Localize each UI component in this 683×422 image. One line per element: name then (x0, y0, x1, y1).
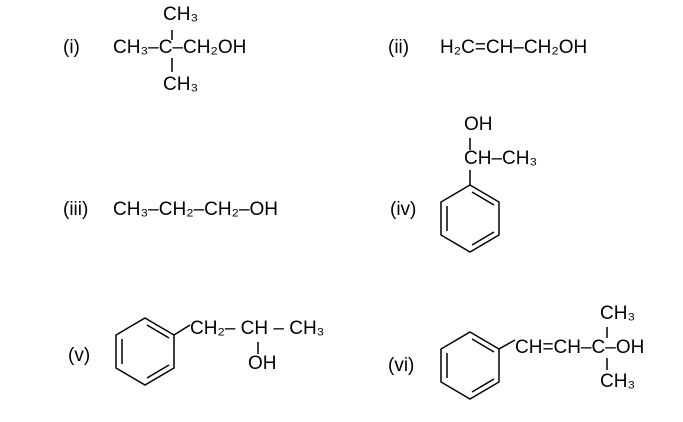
compound-label-iv: (iv) (390, 199, 417, 220)
benzene-ring-v (115, 317, 175, 386)
benzene-ring-vi (440, 331, 500, 400)
formula-vi: CH=CH–C–OH (515, 337, 645, 358)
formula-i: CH₃–C–CH₂OH (113, 37, 247, 58)
formula-ii: H₂C=CH–CH₂OH (440, 37, 588, 58)
substituent-ch3-bottom: CH₃ (163, 74, 199, 95)
substituent-oh: OH (248, 353, 277, 374)
benzene-ring-iv (440, 184, 500, 253)
compound-label-ii: (ii) (388, 37, 410, 58)
substituent-ch3-top: CH₃ (600, 303, 636, 324)
formula-iii: CH₃–CH₂–CH₂–OH (113, 199, 279, 220)
compound-label-iii: (iii) (63, 199, 89, 220)
substituent-ch3-top: CH₃ (163, 4, 199, 25)
compound-label-v: (v) (68, 345, 91, 366)
compound-label-i: (i) (63, 37, 80, 58)
substituent-ch3-bottom: CH₃ (600, 371, 636, 392)
substituent-oh: OH (464, 114, 493, 135)
formula-v: CH₂– CH – CH₃ (190, 318, 325, 339)
formula-iv: CH–CH₃ (464, 148, 538, 169)
bond-vi-ring (498, 339, 516, 350)
bond-v-ring (173, 324, 191, 336)
compound-label-vi: (vi) (388, 355, 415, 376)
